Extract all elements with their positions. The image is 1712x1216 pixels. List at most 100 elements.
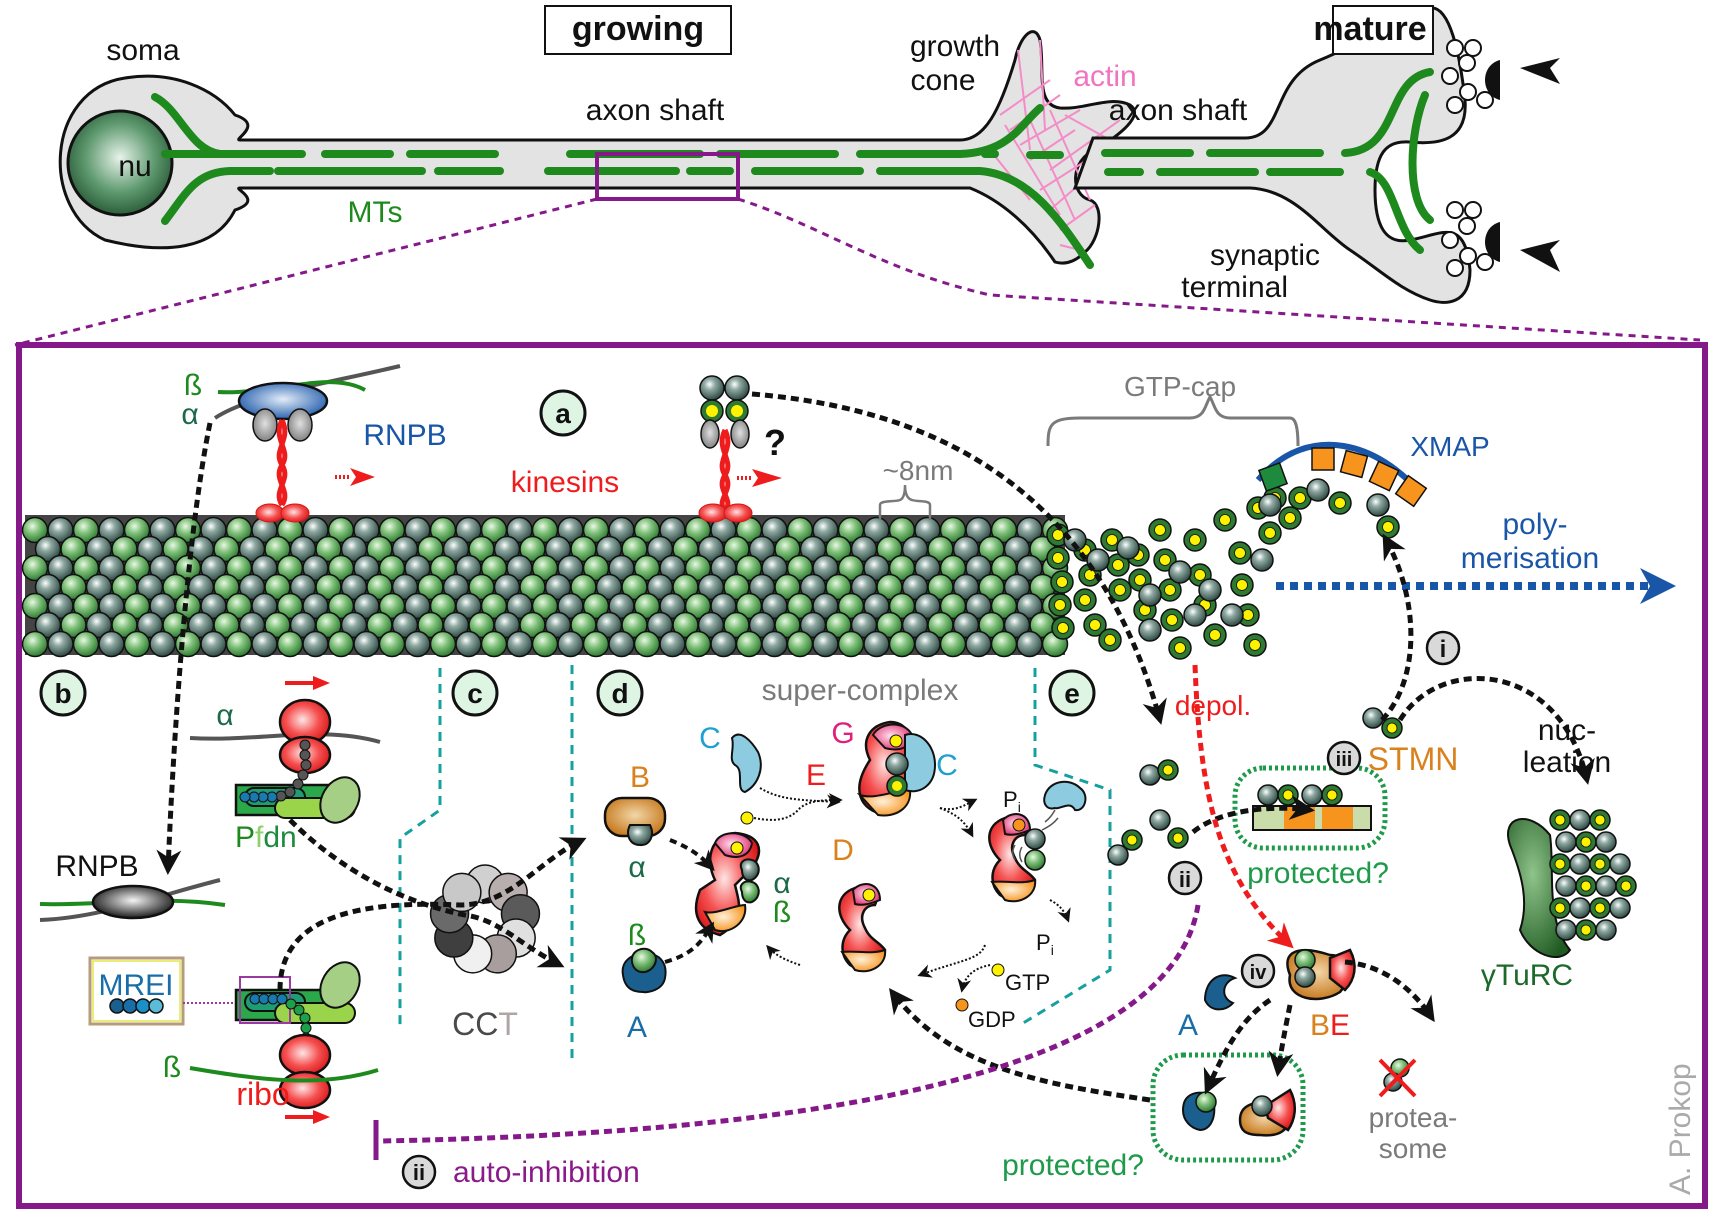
stmn-beta-subunit-gtp: [1282, 789, 1294, 801]
gtp-tubulin-dimer-gtp: [1089, 619, 1101, 631]
tubulin-subunit: [633, 630, 661, 658]
protected-to-cofactor-arrow: [889, 987, 1151, 1103]
xmap-tog-3: [1368, 460, 1400, 492]
xmap-complex: XMAP: [1255, 431, 1490, 508]
auto-inhibition-label: auto-inhibition: [453, 1156, 640, 1189]
zoom-connector-left: [14, 197, 598, 347]
panel-label-d: d: [596, 669, 644, 717]
protected-top-label: protected?: [1247, 857, 1389, 890]
cofactor-a-e-label: A: [1178, 1009, 1198, 1042]
svg-text:d: d: [611, 678, 628, 709]
gdp-tubulin-subunit: [1306, 478, 1330, 502]
mrei-box: [88, 956, 185, 1026]
kinesin-rnpb: [213, 364, 401, 523]
xmap-label: XMAP: [1410, 431, 1489, 462]
depol-label: depol.: [1175, 690, 1251, 721]
gturc-beta-subunit-gtp: [1554, 814, 1566, 826]
be-label: BE: [1310, 1009, 1350, 1042]
svg-text:ii: ii: [1179, 867, 1191, 892]
alpha-free-label: α: [628, 851, 645, 884]
zoom-region-box: [595, 152, 740, 201]
tubulin-subunit: [47, 630, 74, 658]
tubulin-subunit: [761, 630, 788, 658]
gturc-beta-subunit-gtp: [1554, 902, 1566, 914]
nucleation-arrow: [1397, 676, 1595, 785]
tubulin-subunit: [863, 630, 890, 658]
beta-mrna-label: ß: [163, 1051, 181, 1084]
pi-label-2: Pi: [1036, 930, 1054, 958]
gtp-cap-dimers: [1046, 478, 1400, 660]
gtp-tubulin-dimer-gtp: [1166, 614, 1178, 626]
gtp-label: GTP: [1005, 970, 1050, 995]
tubulin-subunit: [149, 630, 176, 658]
gtp-tubulin-dimer-gtp: [1079, 594, 1091, 606]
divider-b-c: [398, 668, 442, 1025]
auto-inhibition-line: [379, 904, 1201, 1144]
gturc-alpha-subunit: [1569, 897, 1591, 919]
mts-label: MTs: [348, 196, 403, 229]
tubulin-subunit: [72, 630, 100, 658]
free-beta-subunit-gtp: [1126, 834, 1138, 846]
free-beta-subunit-gtp: [1172, 832, 1184, 844]
axon-shaft-growing-label: axon shaft: [586, 94, 725, 127]
gtp-tubulin-dimer-gtp: [1174, 642, 1186, 654]
growth-cone-label-2: cone: [910, 64, 975, 97]
tubulin-subunit: [327, 630, 355, 658]
svg-text:iv: iv: [1250, 962, 1268, 984]
free-alpha-subunit: [1149, 809, 1171, 831]
tubulin-subunit: [174, 630, 202, 658]
gturc-beta-subunit-gtp: [1580, 924, 1592, 936]
growing-title: growing: [572, 10, 704, 48]
gturc-alpha-subunit: [1595, 831, 1617, 853]
gturc-beta-subunit-gtp: [1594, 814, 1606, 826]
tubulin-subunit: [557, 630, 584, 658]
tubulin-subunit: [1016, 630, 1043, 658]
svg-text:a: a: [555, 398, 571, 429]
gtp-tubulin-dimer-gtp: [1219, 514, 1231, 526]
stmn-protected-box: [1232, 765, 1388, 851]
stmn-label: STMN: [1368, 741, 1459, 777]
cct-label: CCT: [452, 1006, 518, 1042]
svg-text:ii: ii: [413, 1160, 425, 1185]
gturc-beta-subunit-gtp: [1580, 836, 1592, 848]
stmn-beta-subunit-gtp: [1326, 789, 1338, 801]
tubulin-subunit: [302, 630, 329, 658]
synaptic-label-1: synaptic: [1210, 239, 1320, 272]
gtp-tubulin-dimer-gtp: [1234, 547, 1246, 559]
tubulin-subunit: [812, 630, 839, 658]
ribo-label: ribo: [236, 1076, 289, 1112]
mrei-label: MREI: [99, 969, 174, 1002]
question-mark: ?: [764, 422, 786, 463]
svg-text:e: e: [1064, 678, 1080, 709]
synaptic-label-2: terminal: [1181, 271, 1288, 304]
gdp-tubulin-subunit: [1063, 528, 1087, 552]
gturc-alpha-subunit: [1595, 919, 1617, 941]
tubulin-subunit: [429, 630, 457, 658]
gtp-tubulin-dimer-gtp: [1057, 622, 1069, 634]
tubulin-subunit: [990, 630, 1018, 658]
gtp-tubulin-dimer-gtp: [1242, 609, 1254, 621]
mrna-beta-label: ß: [184, 369, 202, 402]
tubulin-subunit: [353, 630, 380, 658]
cofactor-c-bound-label: C: [936, 749, 958, 782]
gturc-bound-dimers: [1549, 809, 1637, 941]
tubulin-subunit: [786, 630, 814, 658]
rnpb-label: RNPB: [363, 419, 446, 452]
gturc-beta-subunit-gtp: [1554, 858, 1566, 870]
gdp-tubulin-subunit: [1183, 603, 1207, 627]
tubulin-subunit: [914, 630, 941, 658]
microtubules-mature: [1101, 68, 1434, 254]
gdp-tubulin-subunit: [1250, 548, 1274, 572]
beta-free-label: ß: [628, 919, 646, 952]
gturc-beta-subunit-gtp: [1594, 858, 1606, 870]
pfdn-dn: dn: [263, 821, 296, 854]
pi-label-1: Pi: [1003, 787, 1021, 815]
kinesin-tubulin: [698, 375, 782, 523]
cofactor-a-crescent: [1203, 974, 1238, 1011]
stmn-alpha-subunit: [1301, 784, 1323, 806]
gtp-tubulin-dimer-gtp: [1114, 584, 1126, 596]
axon-shaft-mature-label: axon shaft: [1109, 94, 1248, 127]
eight-nm-label: ~8nm: [883, 455, 954, 486]
step-i-badge: i: [1425, 630, 1461, 666]
